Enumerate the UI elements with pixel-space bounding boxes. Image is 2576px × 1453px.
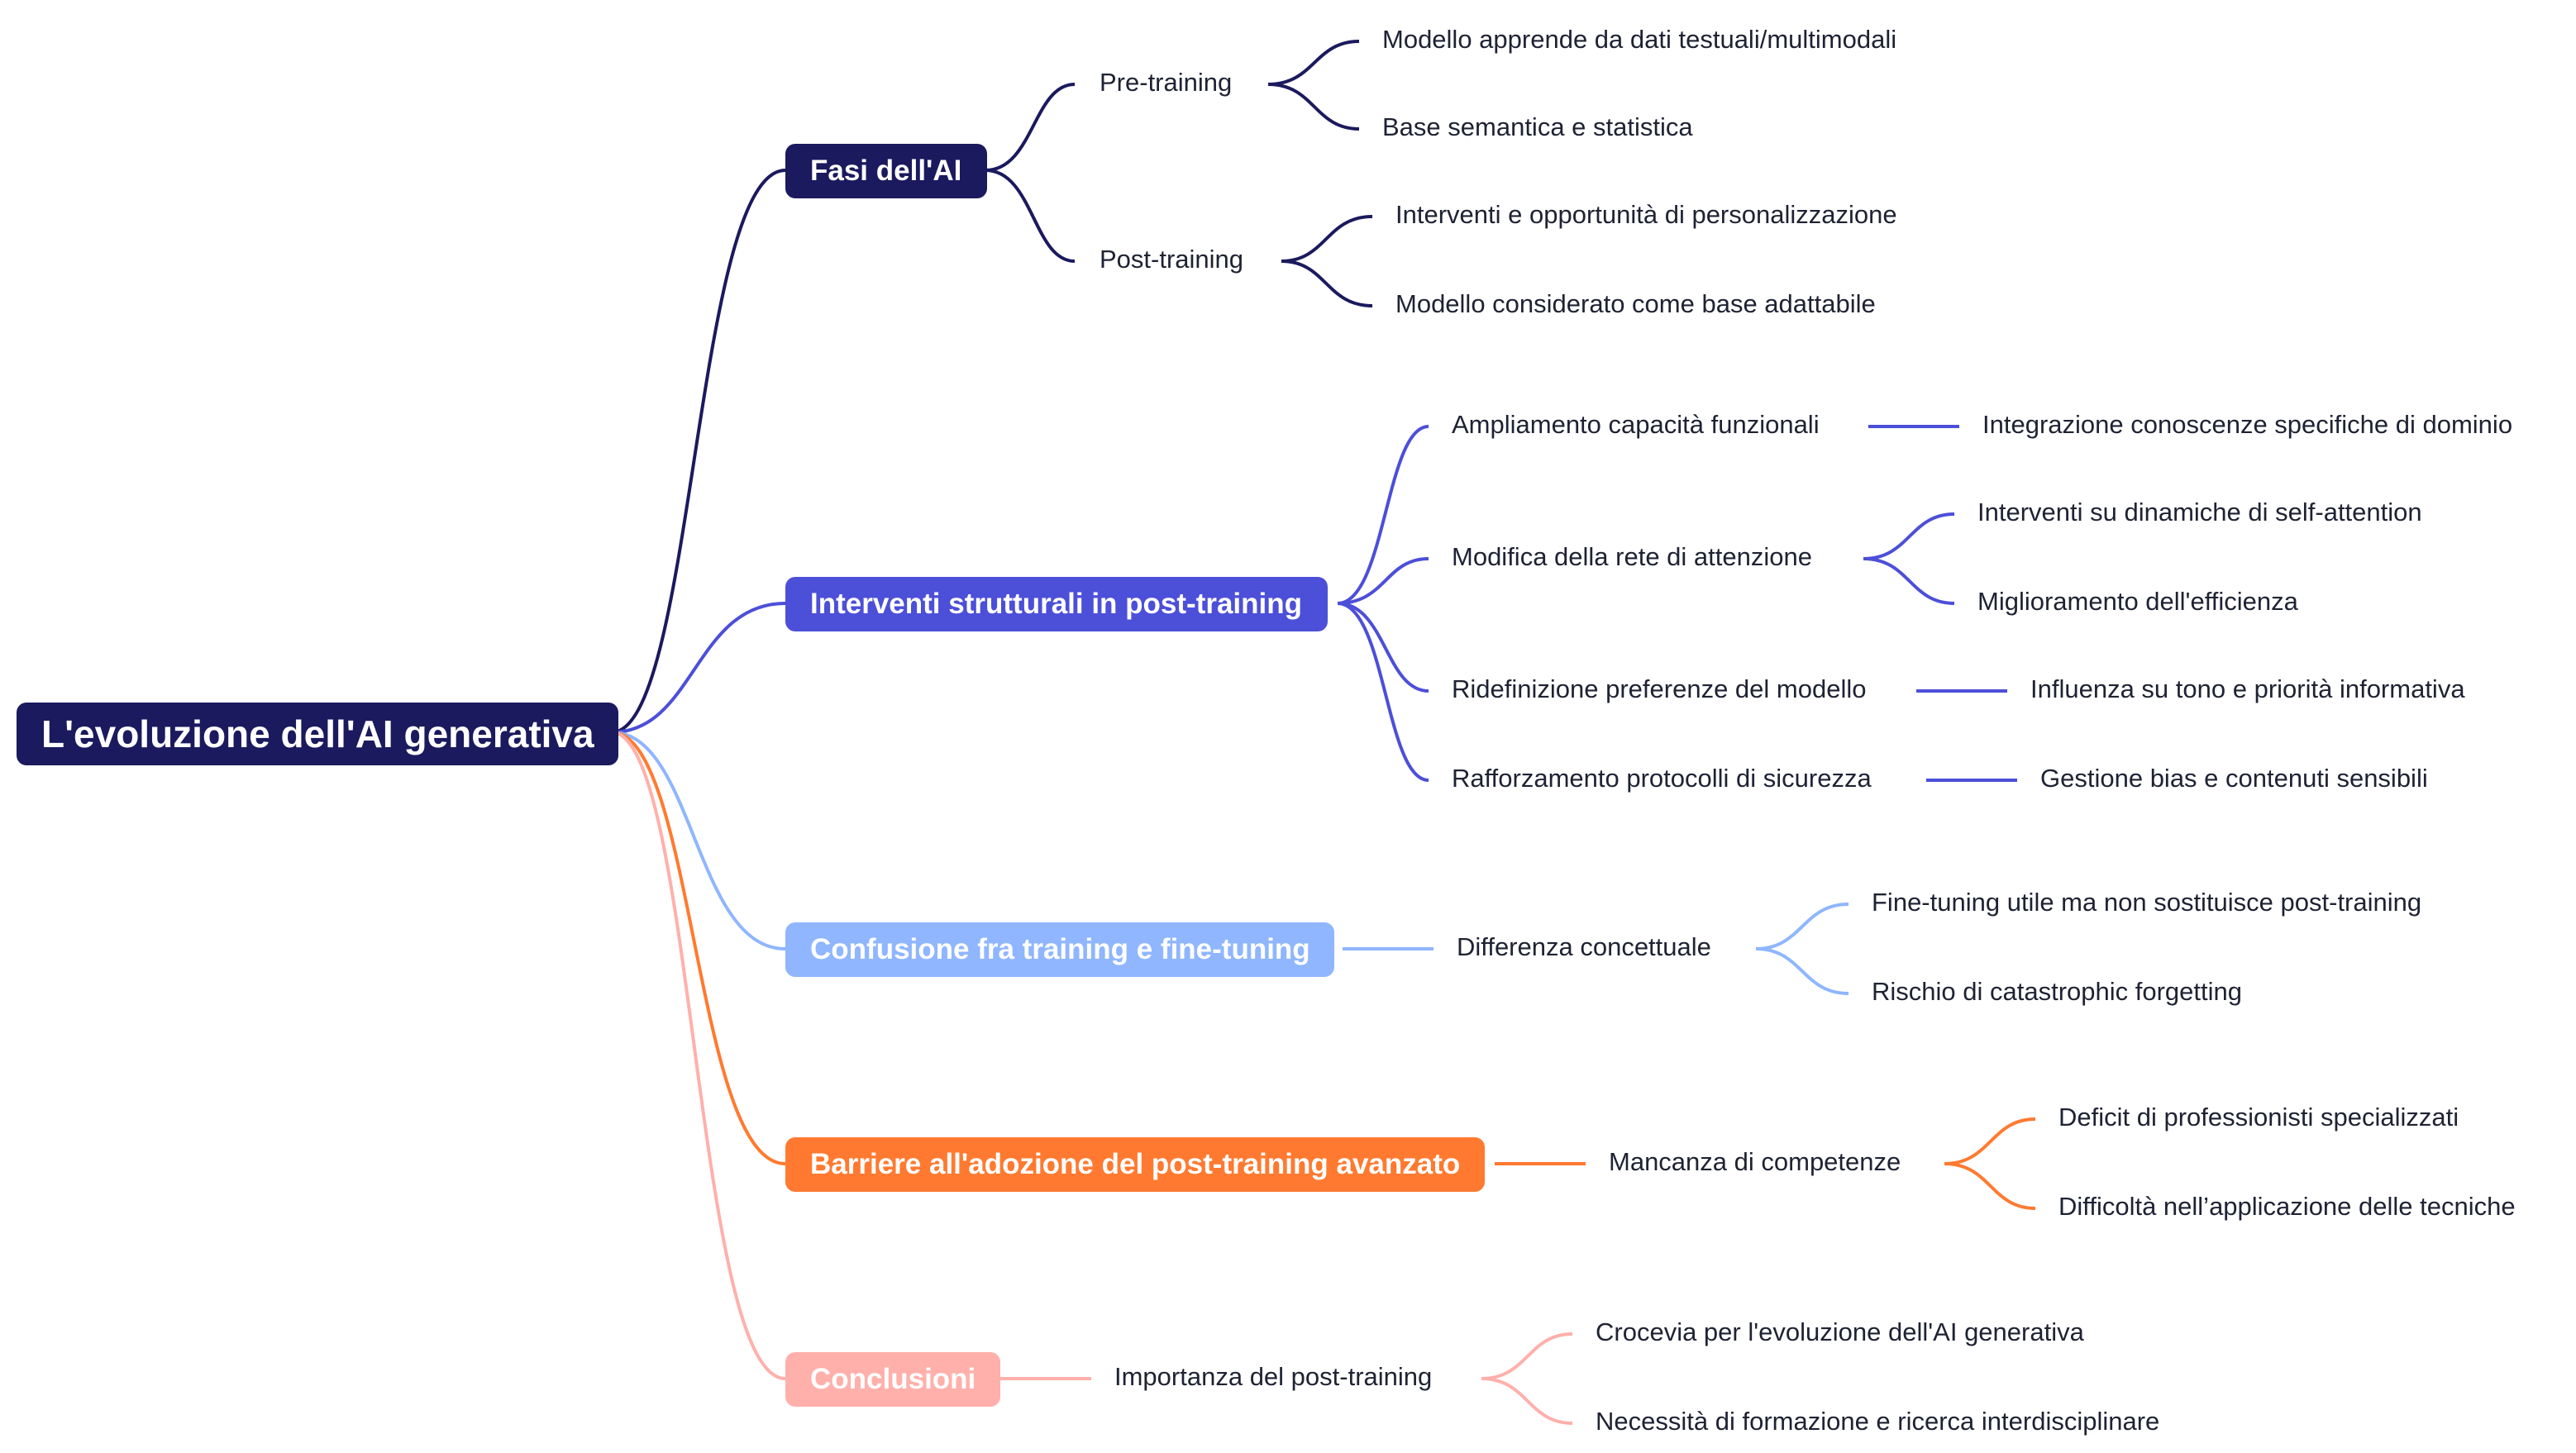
topic-post-training[interactable]: Post-training xyxy=(1100,246,1244,274)
link-fasi-posttraining xyxy=(985,169,1076,263)
leaf-influenza-tono[interactable]: Influenza su tono e priorità informativa xyxy=(2030,676,2465,704)
topic-differenza-concettuale[interactable]: Differenza concettuale xyxy=(1457,934,1711,962)
topic-modifica-rete-attenzione[interactable]: Modifica della rete di attenzione xyxy=(1452,544,1812,572)
leaf-modello-apprende[interactable]: Modello apprende da dati testuali/multim… xyxy=(1382,26,1897,55)
leaf-gestione-bias[interactable]: Gestione bias e contenuti sensibili xyxy=(2040,765,2428,793)
link-interventi-child1 xyxy=(1337,425,1429,605)
link-root-fasi xyxy=(611,169,786,734)
link-differenza-leaf1 xyxy=(1755,903,1849,950)
topic-rafforzamento-sicurezza[interactable]: Rafforzamento protocolli di sicurezza xyxy=(1452,765,1872,793)
link-mancanza-leaf1 xyxy=(1944,1117,2036,1165)
topic-ampliamento-capacita[interactable]: Ampliamento capacità funzionali xyxy=(1452,412,1820,440)
leaf-base-adattabile[interactable]: Modello considerato come base adattabile xyxy=(1395,291,1876,319)
link-root-interventi xyxy=(611,602,786,734)
link-fasi-pretraining xyxy=(985,83,1076,172)
branch-fasi-ai[interactable]: Fasi dell'AI xyxy=(785,144,987,198)
leaf-self-attention[interactable]: Interventi su dinamiche di self-attentio… xyxy=(1977,499,2422,527)
leaf-difficolta-applicazione[interactable]: Difficoltà nell’applicazione delle tecni… xyxy=(2058,1193,2516,1222)
link-modifica-leaf2 xyxy=(1863,557,1955,605)
branch-interventi-strutturali[interactable]: Interventi strutturali in post-training xyxy=(785,577,1328,631)
link-modifica-leaf1 xyxy=(1863,512,1955,560)
topic-mancanza-competenze[interactable]: Mancanza di competenze xyxy=(1609,1149,1901,1177)
leaf-catastrophic-forgetting[interactable]: Rischio di catastrophic forgetting xyxy=(1872,979,2243,1007)
link-posttraining-leaf1 xyxy=(1281,215,1373,263)
leaf-miglioramento-efficienza[interactable]: Miglioramento dell'efficienza xyxy=(1977,588,2298,617)
link-importanza-leaf1 xyxy=(1481,1332,1573,1380)
link-root-conclusioni xyxy=(611,731,786,1380)
branch-confusione-training[interactable]: Confusione fra training e fine-tuning xyxy=(785,922,1335,977)
leaf-crocevia-evoluzione[interactable]: Crocevia per l'evoluzione dell'AI genera… xyxy=(1596,1319,2084,1347)
link-root-barriere xyxy=(611,731,786,1165)
topic-ridefinizione-preferenze[interactable]: Ridefinizione preferenze del modello xyxy=(1452,676,1867,704)
leaf-base-semantica[interactable]: Base semantica e statistica xyxy=(1382,114,1693,142)
leaf-fine-tuning-utile[interactable]: Fine-tuning utile ma non sostituisce pos… xyxy=(1872,889,2422,917)
leaf-integrazione-conoscenze[interactable]: Integrazione conoscenze specifiche di do… xyxy=(1982,412,2513,440)
link-interventi-child2 xyxy=(1337,557,1429,605)
link-interventi-child4 xyxy=(1337,602,1429,782)
link-importanza-leaf2 xyxy=(1481,1377,1573,1425)
link-pretraining-leaf1 xyxy=(1267,40,1360,86)
link-mancanza-leaf2 xyxy=(1944,1162,2036,1210)
link-pretraining-leaf2 xyxy=(1267,83,1360,131)
topic-pre-training[interactable]: Pre-training xyxy=(1100,69,1233,98)
link-interventi-child3 xyxy=(1337,602,1429,693)
topic-importanza-post-training[interactable]: Importanza del post-training xyxy=(1114,1364,1433,1392)
link-root-confusione xyxy=(611,731,786,950)
leaf-deficit-professionisti[interactable]: Deficit di professionisti specializzati xyxy=(2058,1104,2459,1132)
link-differenza-leaf2 xyxy=(1755,947,1849,995)
leaf-interventi-personalizzazione[interactable]: Interventi e opportunità di personalizza… xyxy=(1395,202,1897,230)
root-topic[interactable]: L'evoluzione dell'AI generativa xyxy=(17,703,619,765)
branch-conclusioni[interactable]: Conclusioni xyxy=(785,1352,1001,1407)
link-posttraining-leaf2 xyxy=(1281,260,1373,307)
branch-barriere-adozione[interactable]: Barriere all'adozione del post-training … xyxy=(785,1137,1486,1192)
leaf-necessita-formazione[interactable]: Necessità di formazione e ricerca interd… xyxy=(1596,1408,2160,1436)
